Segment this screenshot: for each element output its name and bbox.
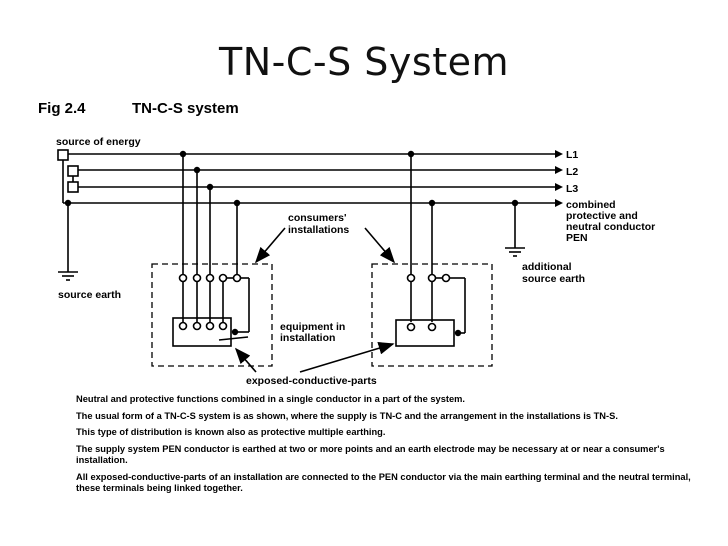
source-winding-2	[67, 165, 79, 177]
label-l2: L2	[566, 166, 578, 178]
label-consumers-1: consumers'	[288, 212, 347, 224]
label-equipment-1: equipment in	[280, 321, 345, 333]
label-l3: L3	[566, 183, 578, 195]
note-2: The usual form of a TN-C-S system is as …	[76, 410, 618, 421]
explanatory-notes: Neutral and protective functions combine…	[76, 394, 716, 500]
note-1: Neutral and protective functions combine…	[76, 394, 465, 404]
note-5: All exposed-conductive-parts of an insta…	[76, 471, 691, 494]
label-pen-4: PEN	[566, 232, 588, 244]
source-winding-1	[57, 149, 69, 161]
label-additional-1: additional	[522, 261, 572, 273]
label-equipment-2: installation	[280, 332, 335, 344]
consumer-installation-left	[151, 263, 273, 367]
slide-title: TN-C-S System	[219, 40, 509, 84]
equipment-left	[172, 317, 232, 347]
consumer-installation-right	[371, 263, 493, 367]
label-source-earth: source earth	[58, 289, 121, 301]
figure-caption: TN-C-S system	[132, 100, 239, 117]
label-pen-2: protective and	[566, 210, 638, 222]
label-exposed-conductive-parts: exposed-conductive-parts	[246, 375, 377, 387]
equipment-right	[395, 319, 455, 347]
label-pen-3: neutral conductor	[566, 221, 655, 233]
note-3: This type of distribution is known also …	[76, 427, 386, 437]
label-additional-2: source earth	[522, 273, 585, 285]
label-l1: L1	[566, 149, 578, 161]
figure-number: Fig 2.4	[38, 100, 86, 117]
note-4: The supply system PEN conductor is earth…	[76, 443, 665, 466]
label-consumers-2: installations	[288, 224, 349, 236]
label-source-of-energy: source of energy	[56, 136, 141, 148]
source-winding-3	[67, 181, 79, 193]
label-pen-1: combined	[566, 199, 616, 211]
